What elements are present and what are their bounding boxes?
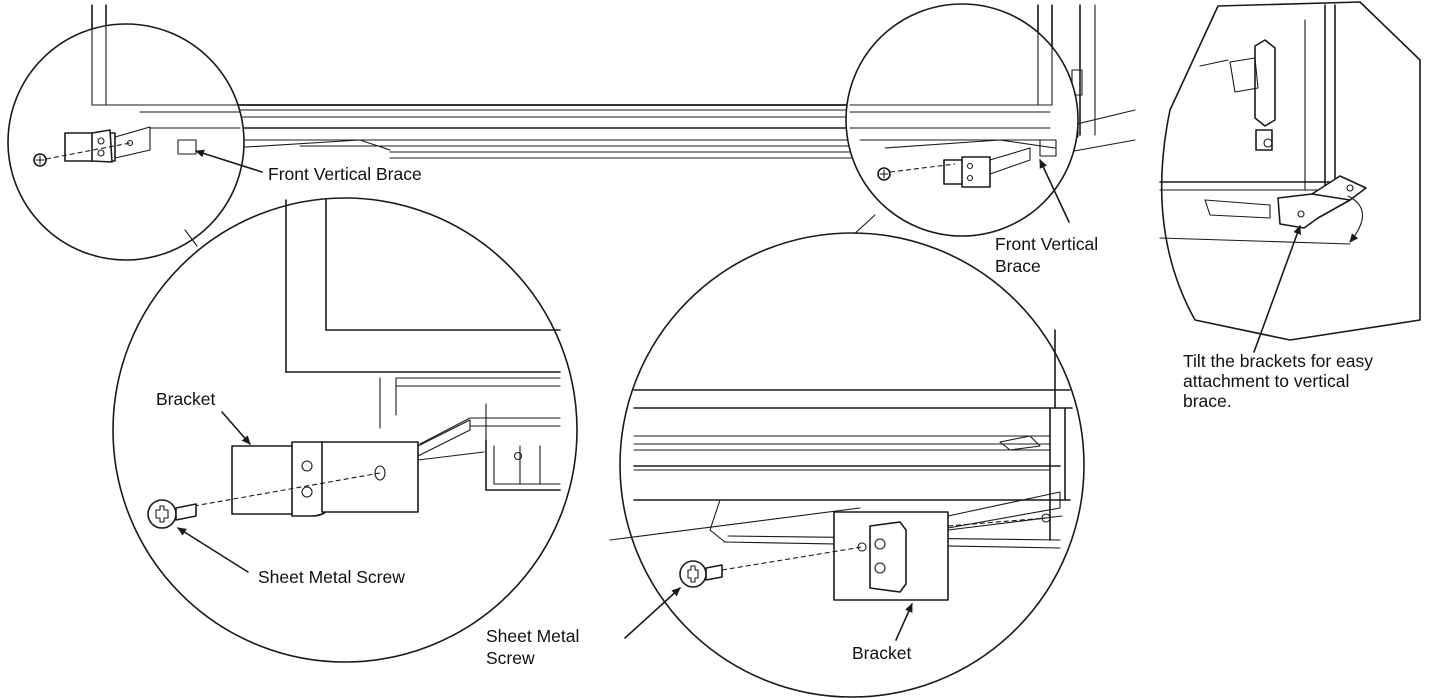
label-bracket-right: Bracket [852, 643, 911, 663]
arrow-icon [624, 587, 681, 639]
label-tilt-2: attachment to vertical [1183, 371, 1349, 391]
detail-circle-small-left [7, 23, 245, 261]
arrow-icon [1253, 225, 1302, 353]
detail-circle-large-right [609, 214, 1085, 698]
leader-arrows [177, 149, 1302, 641]
phillips-screw-icon [33, 153, 47, 167]
arrow-icon [221, 411, 251, 445]
phillips-screw-icon [877, 167, 891, 181]
label-front-brace-right-2: Brace [995, 256, 1041, 276]
bracket-icon [943, 147, 1031, 188]
label-bracket-left: Bracket [156, 389, 215, 409]
tilt-illustration [1159, 1, 1421, 341]
arrow-icon [895, 603, 913, 641]
arrow-icon [195, 149, 263, 173]
detail-circle-small-right [845, 3, 1079, 237]
label-screw-right-2: Screw [486, 648, 535, 668]
phillips-screw-icon [147, 499, 197, 529]
label-tilt-3: brace. [1183, 391, 1232, 411]
arrow-icon [177, 527, 249, 573]
bracket-icon [64, 126, 151, 163]
label-screw-left: Sheet Metal Screw [258, 567, 405, 587]
bracket-icon [833, 491, 1063, 601]
label-tilt-1: Tilt the brackets for easy [1183, 351, 1373, 371]
bracket-icon [231, 419, 523, 517]
label-front-brace-right-1: Front Vertical [995, 234, 1098, 254]
detail-circle-large-left [112, 197, 578, 663]
arrow-icon [1039, 159, 1070, 223]
labels: Front Vertical Brace Front Vertical Brac… [156, 164, 1373, 668]
phillips-screw-icon [679, 560, 723, 588]
label-front-brace-left: Front Vertical Brace [268, 164, 422, 184]
label-screw-right-1: Sheet Metal [486, 626, 579, 646]
